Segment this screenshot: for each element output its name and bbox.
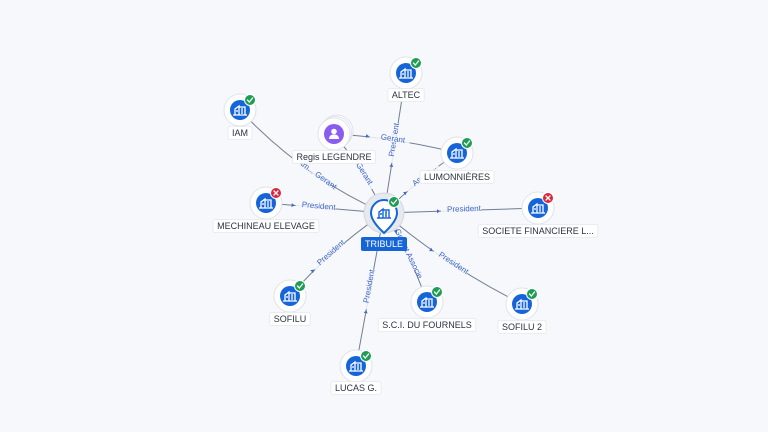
edge-label-sfl: President <box>447 204 482 214</box>
node-sofilu2[interactable] <box>505 287 539 321</box>
building-icon <box>399 67 413 79</box>
verified-check-icon <box>431 286 443 298</box>
node-label-iam[interactable]: IAM <box>232 128 248 138</box>
node-lumon[interactable] <box>440 136 474 170</box>
edge-arrow-sfl <box>436 209 441 214</box>
node-label-sofilu2[interactable]: SOFILU 2 <box>502 322 542 332</box>
edge-arrow-sofilu2 <box>429 247 433 252</box>
verified-check-icon <box>461 137 473 149</box>
node-label-regis[interactable]: Regis LEGENDRE <box>296 152 371 162</box>
building-icon <box>259 197 273 209</box>
edge-arrow-regis_lumon <box>365 133 370 138</box>
edge-label-sofilu2: President <box>437 250 471 277</box>
verified-check-icon <box>294 280 306 292</box>
edge-arrow-lucas <box>363 310 368 314</box>
node-label-mech[interactable]: MECHINEAU ELEVAGE <box>217 221 315 231</box>
edge-arrow-altec <box>389 163 394 168</box>
edge-label-regis_lumon: Gerant <box>380 132 406 145</box>
center-label[interactable]: TRIBULE <box>365 239 403 249</box>
verified-check-icon <box>244 94 256 106</box>
node-label-sofilu[interactable]: SOFILU <box>274 314 307 324</box>
edge-label-sci: Gerant Associe <box>393 227 425 280</box>
edge-arrow-sci <box>393 229 398 233</box>
edge-label-mech: President <box>301 200 336 212</box>
building-icon <box>450 147 464 159</box>
verified-check-icon <box>410 57 422 69</box>
building-icon <box>531 202 545 214</box>
building-icon <box>349 360 363 372</box>
building-icon <box>283 290 297 302</box>
center-pin <box>369 199 399 235</box>
node-label-lumon[interactable]: LUMONNIÈRES <box>424 172 490 182</box>
verified-check-icon <box>388 196 400 208</box>
verified-check-icon <box>526 288 538 300</box>
edge-label-regis_center: Gerant <box>354 161 375 187</box>
edge-arrow-sofilu <box>310 269 314 274</box>
building-icon <box>420 296 434 308</box>
edge-label-lucas: President <box>362 268 377 304</box>
node-regis[interactable] <box>317 114 354 151</box>
building-icon <box>377 207 391 219</box>
node-iam[interactable] <box>223 93 257 127</box>
node-altec[interactable] <box>389 56 423 90</box>
edge-arrow-lumon <box>403 191 407 196</box>
verified-check-icon <box>360 350 372 362</box>
node-sofilu[interactable] <box>273 279 307 313</box>
node-center-tribule[interactable] <box>363 192 405 235</box>
closed-cross-icon <box>270 187 282 199</box>
edge-label-sofilu: President <box>315 237 347 267</box>
node-mech[interactable] <box>249 186 283 220</box>
node-lucas[interactable] <box>339 349 373 383</box>
building-icon <box>233 104 247 116</box>
node-label-sfl[interactable]: SOCIETE FINANCIERE L... <box>482 226 594 236</box>
closed-cross-icon <box>542 192 554 204</box>
node-sfl[interactable] <box>521 191 555 225</box>
node-label-lucas[interactable]: LUCAS G. <box>335 383 377 393</box>
edge-arrow-mech <box>291 203 295 208</box>
node-label-sci[interactable]: S.C.I. DU FOURNELS <box>382 320 472 330</box>
person-icon <box>329 128 339 139</box>
node-sci[interactable] <box>410 285 444 319</box>
node-label-altec[interactable]: ALTEC <box>392 90 421 100</box>
building-icon <box>515 298 529 310</box>
